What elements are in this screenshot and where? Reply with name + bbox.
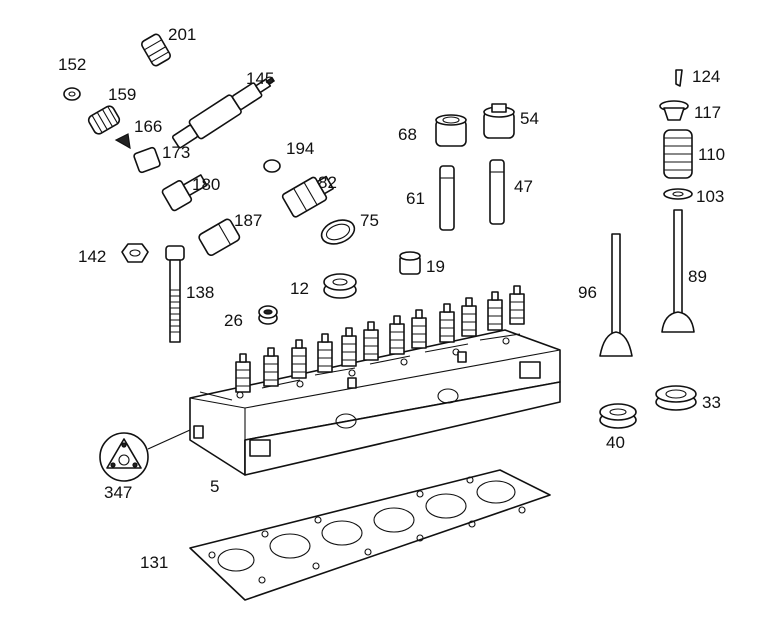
part-label-347: 347 — [104, 483, 132, 502]
part-label-117: 117 — [694, 103, 721, 122]
head-gasket — [189, 469, 551, 601]
part-label-138: 138 — [186, 283, 214, 302]
part-label-131: 131 — [140, 553, 168, 572]
part-label-26: 26 — [224, 311, 243, 330]
part-label-89: 89 — [688, 267, 707, 286]
part-label-187: 187 — [234, 211, 262, 230]
part-label-201: 201 — [168, 25, 196, 44]
part-number-labels: 201 145 152 159 166 173 180 187 194 82 7… — [58, 25, 725, 572]
part-label-152: 152 — [58, 55, 86, 74]
part-label-145: 145 — [246, 69, 274, 88]
part-label-5: 5 — [210, 477, 219, 496]
part-label-19: 19 — [426, 257, 445, 276]
part-label-173: 173 — [162, 143, 190, 162]
part-label-75: 75 — [360, 211, 379, 230]
center-small-parts — [258, 103, 515, 325]
part-label-12: 12 — [290, 279, 309, 298]
part-label-54: 54 — [520, 109, 539, 128]
part-label-124: 124 — [692, 67, 720, 86]
triangular-plate — [99, 429, 191, 482]
installed-valve-springs — [235, 285, 525, 393]
part-label-68: 68 — [398, 125, 417, 144]
part-label-180: 180 — [192, 175, 220, 194]
injector-assembly — [63, 33, 356, 343]
part-label-159: 159 — [108, 85, 136, 104]
part-label-33: 33 — [702, 393, 721, 412]
valve-parts-right — [599, 69, 697, 429]
part-label-61: 61 — [406, 189, 425, 208]
part-label-166: 166 — [134, 117, 162, 136]
part-label-110: 110 — [698, 145, 725, 164]
part-label-142: 142 — [78, 247, 106, 266]
part-label-103: 103 — [696, 187, 724, 206]
part-label-82: 82 — [318, 173, 337, 192]
part-label-40: 40 — [606, 433, 625, 452]
part-label-194: 194 — [286, 139, 314, 158]
cylinder-head — [189, 329, 561, 476]
part-label-96: 96 — [578, 283, 597, 302]
part-label-47: 47 — [514, 177, 533, 196]
